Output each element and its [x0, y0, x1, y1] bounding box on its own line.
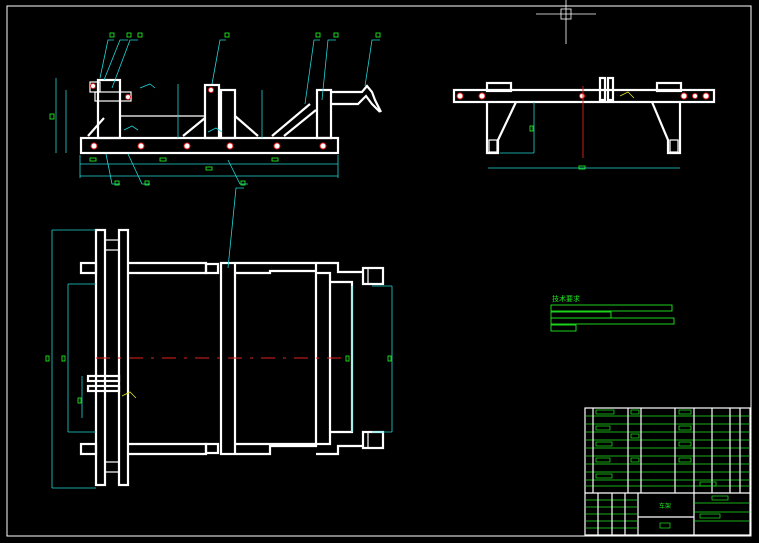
drawing-border: [6, 5, 752, 537]
notes-heading: 技术要求: [552, 294, 580, 303]
technical-notes: 技术要求: [550, 294, 675, 332]
top-view: [45, 187, 393, 489]
crosshair-cursor-icon: [536, 0, 596, 44]
part-name: 车架: [659, 502, 671, 510]
side-view: [452, 76, 716, 170]
front-view: [49, 32, 382, 186]
title-block: 车架: [584, 407, 751, 536]
